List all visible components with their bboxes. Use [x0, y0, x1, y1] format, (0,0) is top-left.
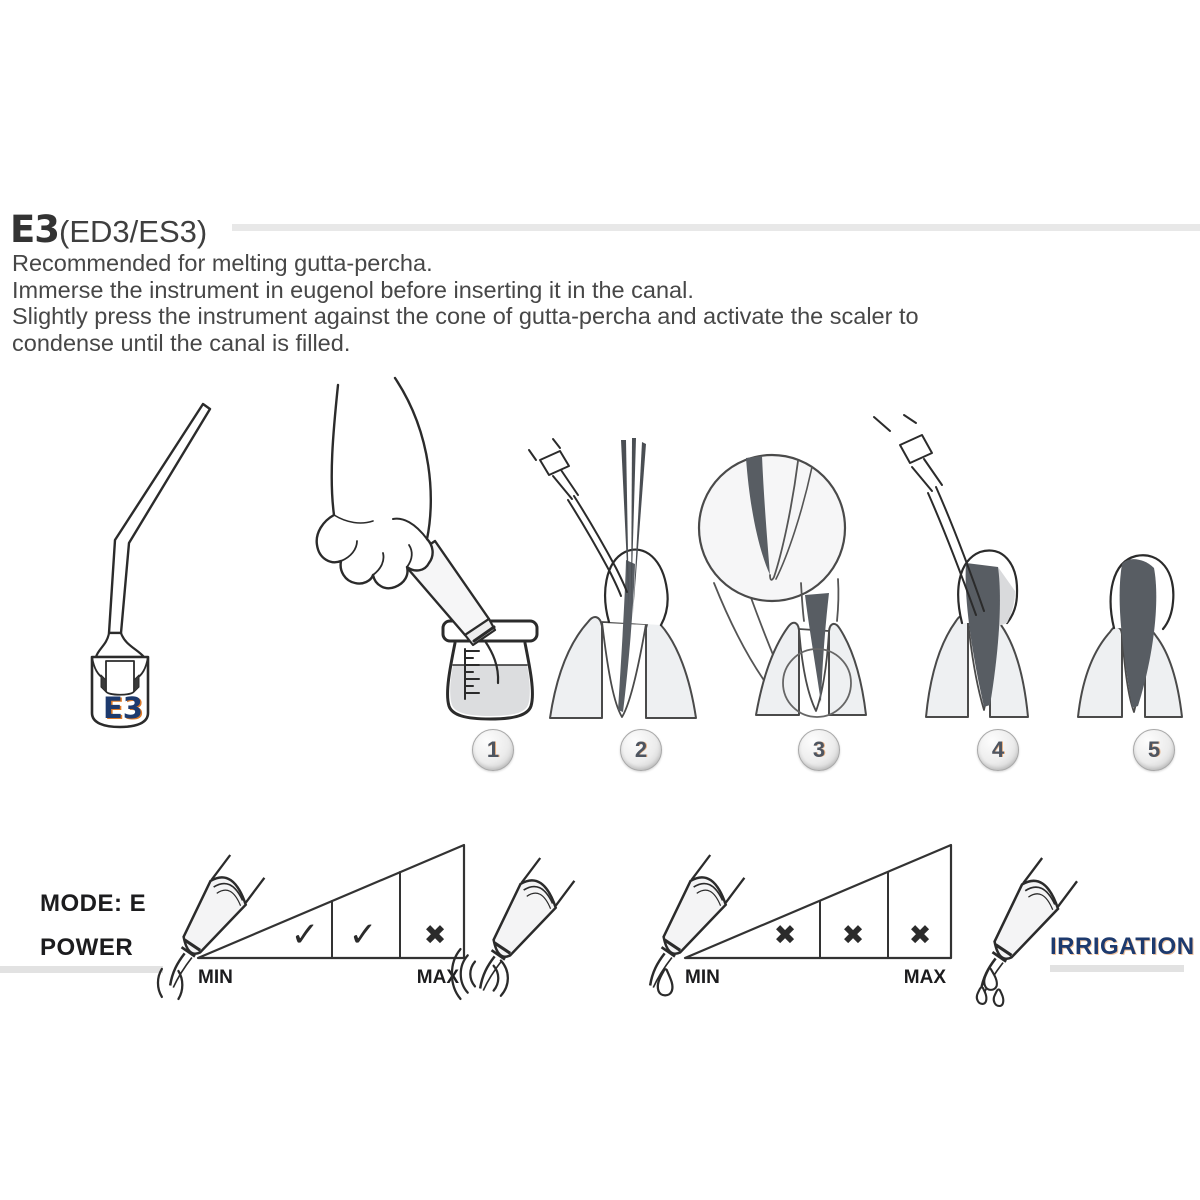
- step-number-badge: 4: [977, 729, 1019, 771]
- magnifier-callout-icon: [697, 453, 847, 687]
- water-drops-icon: [975, 967, 1005, 1008]
- step-number-badge: 1: [472, 729, 514, 771]
- title-divider-bar: [232, 224, 1200, 231]
- beaker-icon: [441, 619, 539, 721]
- power-mark-mid: ✓: [349, 915, 378, 955]
- irrigation-max-label: MAX: [904, 967, 947, 988]
- power-mark-high: ✖: [424, 920, 447, 951]
- description-line: Immerse the instrument in eugenol before…: [12, 276, 694, 303]
- tooth-cross-section-icon: [755, 578, 867, 718]
- mode-label: MODE: E: [40, 890, 147, 917]
- e3-tip-drawing: E3 E3: [90, 402, 212, 729]
- usage-description: Recommended for melting gutta-percha. Im…: [12, 250, 1172, 356]
- tooth-cross-section-icon: [1077, 554, 1183, 718]
- irrigation-mark-high: ✖: [909, 920, 932, 951]
- description-line: Slightly press the instrument against th…: [12, 303, 919, 329]
- page-title: E3 (ED3/ES3): [10, 208, 207, 251]
- step-number: 2: [634, 737, 648, 762]
- description-line: Recommended for melting gutta-percha.: [12, 250, 433, 276]
- step-number-badge: 3: [798, 729, 840, 771]
- gutta-percha-cones-icon: [621, 438, 646, 614]
- tip-model-variants: (ED3/ES3): [59, 214, 208, 249]
- scaler-instrument-icon: [873, 414, 985, 616]
- step-number: 3: [812, 737, 826, 762]
- tooth-cross-section-icon: [925, 549, 1029, 718]
- power-label: POWER: [40, 934, 134, 961]
- scaler-instrument-icon: [528, 438, 628, 597]
- filled-canal-icon: [1119, 559, 1157, 708]
- apex-zoom-circle-icon: [782, 648, 852, 718]
- tooth-cross-section-icon: [549, 548, 697, 719]
- step3-magnified-apex-illustration: [697, 453, 867, 718]
- tip-code-label-shadow: E3: [105, 692, 145, 726]
- irrigation-mark-low: ✖: [774, 920, 797, 951]
- tip-model-code: E3: [10, 208, 60, 251]
- scaler-tip-min-vibration-icon: [156, 853, 266, 1001]
- step-number-badge: 5: [1133, 729, 1175, 771]
- step1-dip-in-eugenol-illustration: [315, 376, 539, 721]
- hand-icon: [315, 376, 434, 590]
- scaler-tip-droplet-icon: [648, 853, 746, 997]
- step2-insert-cones-illustration: [528, 438, 697, 719]
- irrigation-underline-bar: [1050, 965, 1184, 972]
- droplet-icon: [656, 968, 674, 997]
- power-underline-bar: [0, 966, 163, 973]
- small-vibration-marks-icon: [156, 967, 184, 1001]
- power-min-label: MIN: [198, 967, 233, 988]
- tip-code-label: E3: [103, 691, 143, 725]
- step5-canal-filled-illustration: [1077, 554, 1183, 718]
- scaler-tip-irrigation-icon: [975, 856, 1079, 1008]
- power-scale-triangle: ✓ ✓ ✖ MIN MAX: [196, 843, 466, 988]
- step-number: 4: [991, 737, 1005, 762]
- step-number-badge: 2: [620, 729, 662, 771]
- irrigation-mark-mid: ✖: [842, 920, 865, 951]
- irrigation-scale-triangle: ✖ ✖ ✖ MIN MAX: [683, 843, 953, 988]
- scaler-tip-max-vibration-icon: [450, 856, 576, 1000]
- step-number: 5: [1147, 737, 1161, 762]
- irrigation-label: IRRIGATION: [1050, 933, 1195, 960]
- step-number: 1: [486, 737, 500, 762]
- power-max-label: MAX: [417, 967, 460, 988]
- irrigation-min-label: MIN: [685, 967, 720, 988]
- power-mark-low: ✓: [291, 915, 320, 955]
- description-line: condense until the canal is filled.: [12, 329, 351, 356]
- vibration-waves-icon: [450, 948, 509, 1000]
- step4-condense-illustration: [873, 414, 1029, 718]
